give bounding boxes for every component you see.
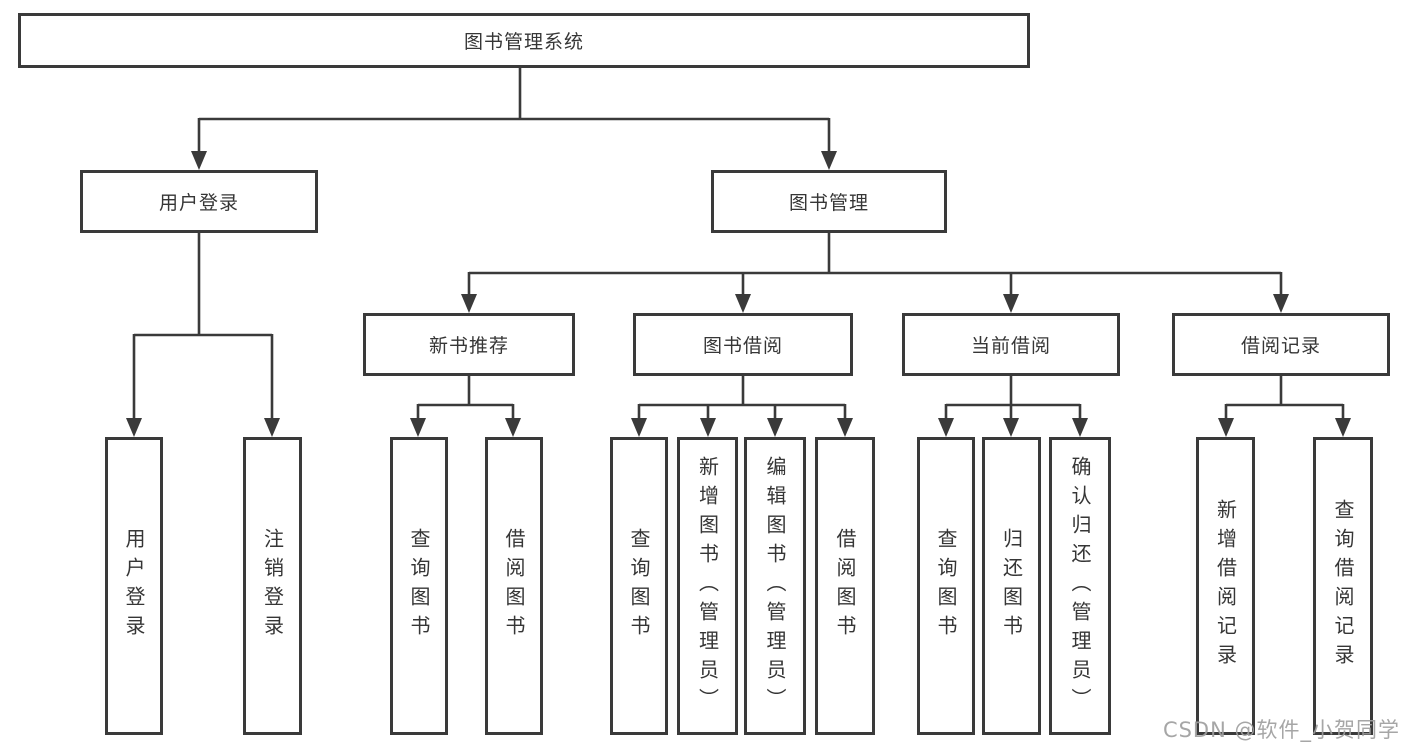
node-new-book-recommend: 新书推荐	[363, 313, 575, 376]
leaf-query-book-current: 查询图书	[917, 437, 975, 735]
leaf-user-login: 用户登录	[105, 437, 163, 735]
leaf-label: 查询借阅记录	[1331, 499, 1355, 673]
leaf-query-book-recommend: 查询图书	[390, 437, 448, 735]
leaf-label: 用户登录	[122, 528, 146, 644]
leaf-label: 借阅图书	[833, 528, 857, 644]
leaf-edit-book-admin: 编辑图书（管理员）	[744, 437, 806, 735]
leaf-label: 借阅图书	[502, 528, 526, 644]
leaf-label: 查询图书	[407, 528, 431, 644]
node-root-library-management-system: 图书管理系统	[18, 13, 1030, 68]
leaf-label: 注销登录	[260, 528, 285, 644]
leaf-confirm-return-admin: 确认归还（管理员）	[1049, 437, 1111, 735]
node-book-management: 图书管理	[711, 170, 947, 233]
node-user-login: 用户登录	[80, 170, 318, 233]
leaf-logout-login: 注销登录	[243, 437, 302, 735]
leaf-borrow-book-recommend: 借阅图书	[485, 437, 543, 735]
leaf-query-borrow-record: 查询借阅记录	[1313, 437, 1373, 735]
watermark: CSDN @软件_小贺同学	[1162, 718, 1400, 742]
leaf-label: 查询图书	[627, 528, 651, 644]
leaf-label: 查询图书	[934, 528, 958, 644]
leaf-label: 确认归还（管理员）	[1068, 455, 1092, 717]
leaf-label: 新增图书（管理员）	[695, 455, 720, 717]
leaf-return-book: 归还图书	[982, 437, 1041, 735]
connector-arrowheads	[126, 151, 1351, 437]
leaf-add-book-admin: 新增图书（管理员）	[677, 437, 738, 735]
leaf-label: 归还图书	[999, 528, 1024, 644]
node-borrow-record: 借阅记录	[1172, 313, 1390, 376]
node-current-borrow: 当前借阅	[902, 313, 1120, 376]
leaf-add-borrow-record: 新增借阅记录	[1196, 437, 1255, 735]
leaf-label: 编辑图书（管理员）	[763, 455, 787, 717]
leaf-borrow-book: 借阅图书	[815, 437, 875, 735]
leaf-query-book-borrow: 查询图书	[610, 437, 668, 735]
node-book-borrow: 图书借阅	[633, 313, 853, 376]
leaf-label: 新增借阅记录	[1213, 499, 1238, 673]
